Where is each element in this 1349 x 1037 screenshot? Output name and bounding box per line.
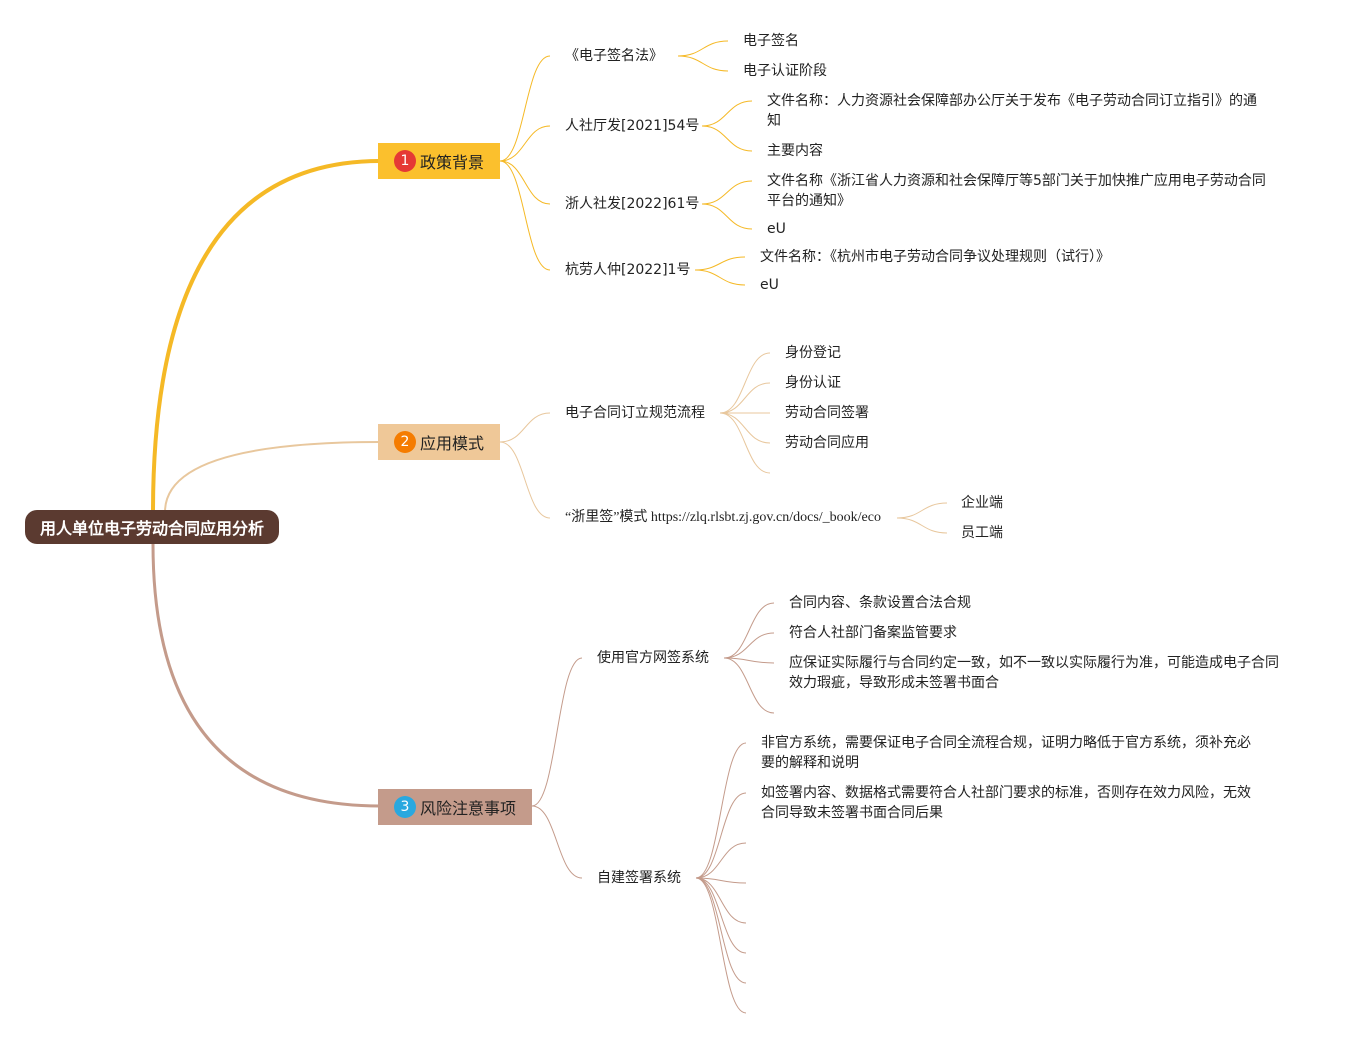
branch-label: 应用模式 xyxy=(420,434,485,453)
connector-6 xyxy=(701,100,753,127)
leaf-main-content[interactable]: 主要内容 xyxy=(767,143,823,159)
connector-28 xyxy=(695,792,747,879)
leaf-filing-requirements[interactable]: 符合人社部门备案监管要求 xyxy=(789,625,957,641)
branch-label: 风险注意事项 xyxy=(420,799,517,818)
connector-3 xyxy=(499,160,551,271)
connector-2 xyxy=(499,160,551,205)
connector-15 xyxy=(719,382,771,414)
leaf-eu-1[interactable]: eU xyxy=(767,221,786,237)
connector-34 xyxy=(695,877,747,1014)
leaf-non-official-compliance[interactable]: 非官方系统，需要保证电子合同全流程合规，证明力略低于官方系统，须补充必要的解释和… xyxy=(761,735,1251,771)
node-zheli-sign-mode[interactable]: “浙里签”模式 https://zlq.rlsbt.zj.gov.cn/docs… xyxy=(565,510,881,525)
root-label: 用人单位电子劳动合同应用分析 xyxy=(39,519,264,538)
number-badge-1: 1 xyxy=(394,150,416,172)
connector-24 xyxy=(723,632,775,659)
node-contract-process[interactable]: 电子合同订立规范流程 xyxy=(565,405,705,421)
connector-22 xyxy=(531,805,583,879)
node-hlrz-2022-1[interactable]: 杭劳人仲[2022]1号 xyxy=(565,262,691,278)
node-self-built-system[interactable]: 自建签署系统 xyxy=(597,870,681,886)
connector-12 xyxy=(499,412,551,443)
connector-30 xyxy=(695,877,747,884)
connector-27 xyxy=(695,742,747,879)
connector-20 xyxy=(896,517,948,534)
node-e-signature-law[interactable]: 《电子签名法》 xyxy=(565,48,663,64)
leaf-contract-application[interactable]: 劳动合同应用 xyxy=(785,435,869,451)
number-badge-3: 3 xyxy=(394,796,416,818)
leaf-performance-consistency[interactable]: 应保证实际履行与合同约定一致，如不一致以实际履行为准，可能造成电子合同效力瑕疵，… xyxy=(789,655,1279,691)
trunk-risk xyxy=(151,543,381,808)
connector-11 xyxy=(694,269,746,286)
leaf-enterprise-side[interactable]: 企业端 xyxy=(961,495,1003,511)
connector-31 xyxy=(695,877,747,924)
connector-9 xyxy=(701,203,753,230)
leaf-file-name-guideline[interactable]: 文件名称：人力资源社会保障部办公厅关于发布《电子劳动合同订立指引》的通知 xyxy=(767,93,1257,129)
connector-1 xyxy=(499,125,551,162)
connector-29 xyxy=(695,842,747,879)
connector-25 xyxy=(723,657,775,664)
connector-4 xyxy=(677,40,729,57)
connector-7 xyxy=(701,125,753,152)
leaf-file-name-hangzhou[interactable]: 文件名称：《杭州市电子劳动合同争议处理规则（试行）》 xyxy=(760,249,1110,265)
connector-13 xyxy=(499,441,551,519)
connector-5 xyxy=(677,55,729,72)
leaf-employee-side[interactable]: 员工端 xyxy=(961,525,1003,541)
leaf-e-signature[interactable]: 电子签名 xyxy=(743,33,799,49)
connector-18 xyxy=(719,412,771,474)
connector-21 xyxy=(531,657,583,807)
leaf-legal-content[interactable]: 合同内容、条款设置合法合规 xyxy=(789,595,971,611)
connector-33 xyxy=(695,877,747,984)
connector-23 xyxy=(723,602,775,659)
leaf-contract-signing[interactable]: 劳动合同签署 xyxy=(785,405,869,421)
connector-17 xyxy=(719,412,771,444)
trunk-policy xyxy=(151,159,381,513)
connector-32 xyxy=(695,877,747,954)
connector-8 xyxy=(701,180,753,205)
leaf-eu-2[interactable]: eU xyxy=(760,277,779,293)
branch-policy-background[interactable]: 1 政策背景 xyxy=(378,143,500,179)
branch-risk-notes[interactable]: 3 风险注意事项 xyxy=(378,789,532,825)
connector-19 xyxy=(896,502,948,519)
leaf-identity-authentication[interactable]: 身份认证 xyxy=(785,375,841,391)
trunk-application xyxy=(164,441,381,513)
node-official-system[interactable]: 使用官方网签系统 xyxy=(597,650,709,666)
node-zrsf-2022-61[interactable]: 浙人社发[2022]61号 xyxy=(565,196,700,212)
branch-label: 政策背景 xyxy=(420,153,485,172)
node-rsf-2021-54[interactable]: 人社厅发[2021]54号 xyxy=(565,118,700,134)
leaf-file-name-zhejiang[interactable]: 文件名称《浙江省人力资源和社会保障厅等5部门关于加快推广应用电子劳动合同平台的通… xyxy=(767,173,1266,209)
connector-26 xyxy=(723,657,775,714)
connector-0 xyxy=(499,55,551,162)
leaf-identity-registration[interactable]: 身份登记 xyxy=(785,345,841,361)
connector-10 xyxy=(694,256,746,271)
branch-application-mode[interactable]: 2 应用模式 xyxy=(378,424,500,460)
root-node[interactable]: 用人单位电子劳动合同应用分析 xyxy=(25,510,279,544)
number-badge-2: 2 xyxy=(394,431,416,453)
leaf-e-auth-stage[interactable]: 电子认证阶段 xyxy=(743,63,827,79)
leaf-data-format-standard[interactable]: 如签署内容、数据格式需要符合人社部门要求的标准，否则存在效力风险，无效合同导致未… xyxy=(761,785,1251,821)
connector-14 xyxy=(719,352,771,414)
